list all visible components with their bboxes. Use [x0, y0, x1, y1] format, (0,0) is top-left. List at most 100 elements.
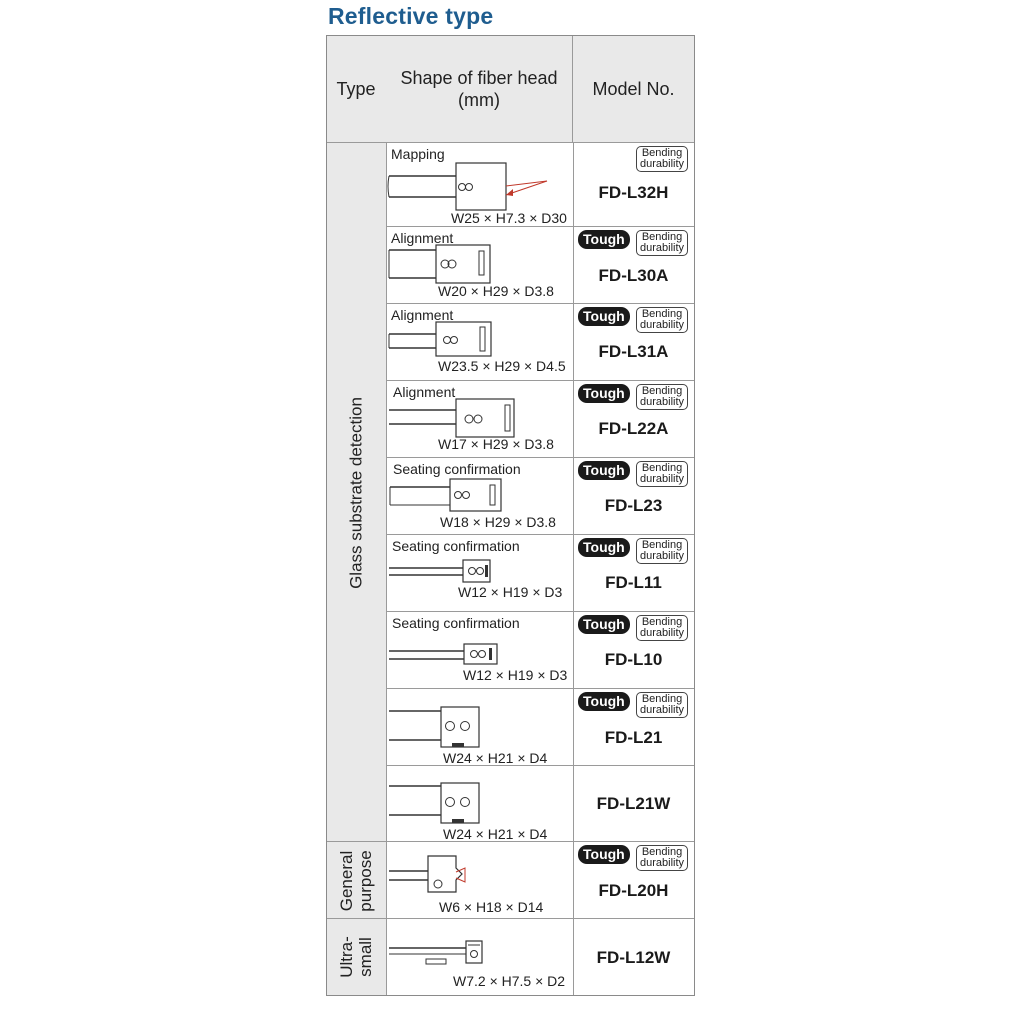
shape-cell: W24 × H21 × D4	[386, 689, 574, 766]
model-number: FD-L22A	[598, 419, 669, 438]
fiber-head-drawing	[389, 855, 466, 893]
shape-cell: Seating confirmation W18 × H29 × D3.8	[386, 458, 574, 535]
group-label: Glass substrate detection	[346, 396, 366, 589]
shape-label: Seating confirmation	[392, 615, 520, 631]
dimensions: W12 × H19 × D3	[463, 667, 568, 683]
shape-cell: Mapping W25 × H7.3 × D30	[386, 143, 574, 227]
dimensions: W24 × H21 × D4	[443, 826, 548, 842]
fiber-head-drawing	[388, 244, 491, 284]
dimensions: W7.2 × H7.5 × D2	[453, 973, 566, 989]
model-number: FD-L30A	[598, 266, 669, 285]
table-row: Alignment W17 × H29 × D3.8 Tough Bending…	[386, 380, 694, 458]
shape-cell: Seating confirmation W12 × H19 × D3	[386, 612, 574, 689]
shape-cell: Alignment W17 × H29 × D3.8	[386, 381, 574, 458]
shape-cell: Alignment W20 × H29 × D3.8	[386, 227, 574, 304]
header-shape: Shape of fiber head (mm)	[386, 35, 573, 142]
fiber-head-drawing	[389, 940, 483, 965]
table-row: Seating confirmation W12 × H19 × D3 Toug…	[386, 611, 694, 689]
model-number: FD-L23	[604, 496, 663, 515]
reflective-type-table: Type Shape of fiber head (mm) Model No. …	[326, 35, 695, 996]
table-row: W7.2 × H7.5 × D2 FD-L12W	[386, 918, 694, 995]
fiber-head-drawing	[389, 782, 480, 824]
page-title: Reflective type	[328, 3, 494, 29]
fiber-head-drawing	[389, 478, 502, 512]
tough-badge: Tough	[578, 692, 630, 711]
shape-cell: W24 × H21 × D4	[386, 766, 574, 842]
tough-badge: Tough	[578, 461, 630, 480]
table-row: Alignment W23.5 × H29 × D4.5 Tough Bendi…	[386, 303, 694, 381]
fiber-head-drawing	[388, 321, 492, 357]
group-ultra-small: Ultra-small	[326, 918, 387, 995]
fiber-head-drawing	[389, 643, 498, 665]
dimensions: W17 × H29 × D3.8	[438, 436, 554, 452]
header-type: Type	[326, 35, 387, 142]
dimensions: W18 × H29 × D3.8	[440, 514, 556, 530]
shape-label: Alignment	[391, 230, 454, 246]
fiber-head-drawing	[387, 162, 548, 211]
shape-cell: W7.2 × H7.5 × D2	[386, 919, 574, 995]
dimensions: W20 × H29 × D3.8	[438, 283, 554, 299]
shape-label: Seating confirmation	[393, 461, 521, 477]
model-number: FD-L20H	[598, 881, 669, 900]
tough-badge: Tough	[578, 307, 630, 326]
table-row: Alignment W20 × H29 × D3.8 Tough Bending…	[386, 226, 694, 304]
group-label: Ultra-small	[337, 936, 375, 978]
dimensions: W23.5 × H29 × D4.5	[438, 358, 566, 374]
group-glass-substrate: Glass substrate detection	[326, 142, 387, 842]
shape-cell: Alignment W23.5 × H29 × D4.5	[386, 304, 574, 381]
header-model: Model No.	[573, 35, 694, 142]
tough-badge: Tough	[578, 615, 630, 634]
model-number: FD-L31A	[598, 342, 669, 361]
shape-cell: Seating confirmation W12 × H19 × D3	[386, 535, 574, 612]
shape-label: Alignment	[393, 384, 456, 400]
model-number: FD-L10	[604, 650, 663, 669]
dimensions: W6 × H18 × D14	[439, 899, 544, 915]
shape-cell: W6 × H18 × D14	[386, 842, 574, 919]
tough-badge: Tough	[578, 845, 630, 864]
table-row: Seating confirmation W18 × H29 × D3.8 To…	[386, 457, 694, 535]
model-number: FD-L32H	[598, 183, 669, 202]
fiber-head-drawing	[389, 706, 480, 748]
dimensions: W12 × H19 × D3	[458, 584, 563, 600]
tough-badge: Tough	[578, 384, 630, 403]
shape-label: Seating confirmation	[392, 538, 520, 554]
table-row: W24 × H21 × D4 FD-L21W	[386, 765, 694, 842]
model-number: FD-L12W	[596, 948, 671, 967]
model-number: FD-L21	[604, 728, 663, 747]
model-number: FD-L21W	[596, 794, 671, 813]
model-cell: FD-L12W	[573, 919, 694, 995]
model-cell: FD-L21W	[573, 766, 694, 842]
table-row: Seating confirmation W12 × H19 × D3 Toug…	[386, 534, 694, 612]
model-number: FD-L11	[605, 573, 662, 592]
fiber-head-drawing	[389, 559, 491, 583]
shape-label: Alignment	[391, 307, 454, 323]
fiber-head-drawing	[389, 398, 515, 438]
shape-label: Mapping	[391, 146, 445, 162]
tough-badge: Tough	[578, 230, 630, 249]
dimensions: W25 × H7.3 × D30	[451, 210, 567, 226]
dimensions: W24 × H21 × D4	[443, 750, 548, 766]
